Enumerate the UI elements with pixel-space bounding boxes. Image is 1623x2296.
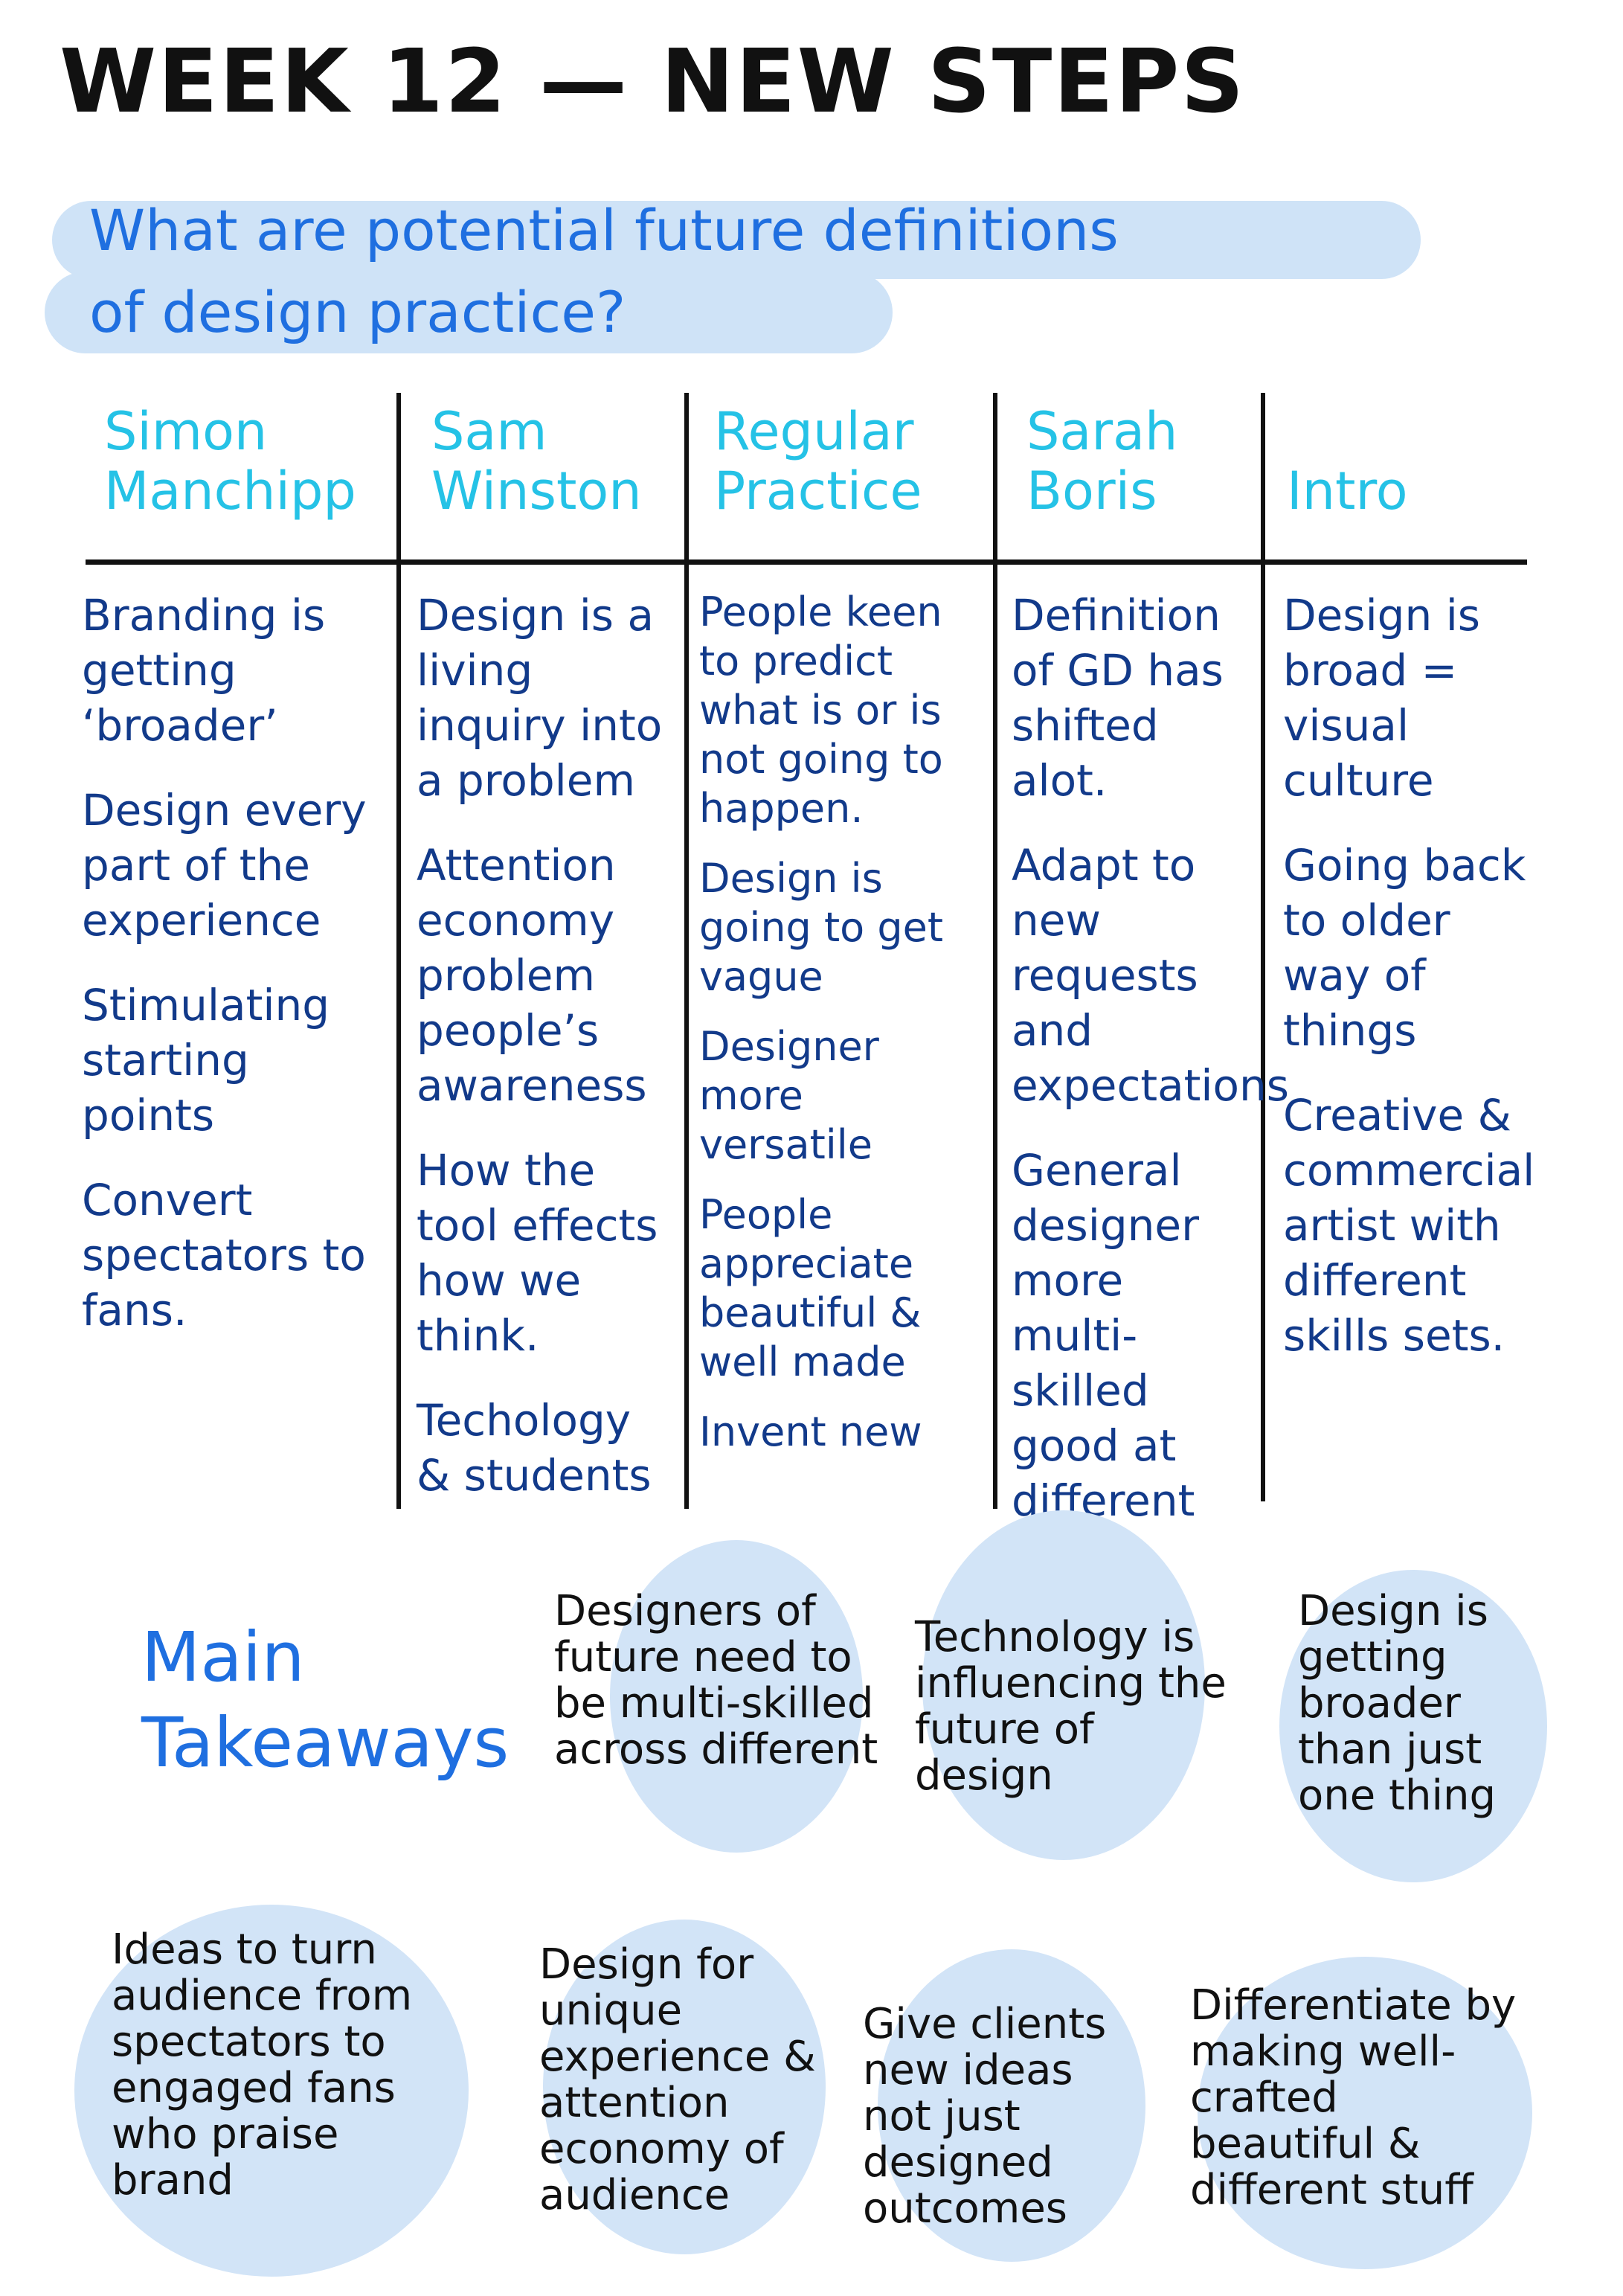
takeaway-blob-7 xyxy=(1198,1957,1532,2269)
note: People keen to predict what is or is not… xyxy=(699,589,943,832)
column-header-regular-practice: Regular Practice xyxy=(714,401,922,522)
note: Design is going to get vague xyxy=(699,855,944,1000)
takeaway-blob-4 xyxy=(74,1905,469,2277)
takeaway-6: Give clients new ideas not just designed… xyxy=(863,2000,1107,2233)
notes-sam-winston: Design is a living inquiry into a proble… xyxy=(417,588,677,1533)
note: Creative & commercial artist with differ… xyxy=(1283,1090,1535,1361)
table-header-divider xyxy=(86,559,1527,565)
column-header-intro: Intro xyxy=(1287,461,1408,522)
note: Design every part of the experience xyxy=(82,785,367,946)
column-divider-1 xyxy=(396,393,401,1509)
note: Invent new xyxy=(699,1408,922,1455)
takeaway-5: Design for unique experience & attention… xyxy=(539,1940,816,2219)
takeaway-blob-5 xyxy=(543,1920,826,2254)
note: Adapt to new requests and expectations xyxy=(1012,840,1289,1111)
note: Designer more versatile xyxy=(699,1023,879,1168)
takeaways-heading: Main Takeaways xyxy=(141,1617,510,1783)
column-header-simon-manchipp: Simon Manchipp xyxy=(104,401,356,522)
note: How the tool effects how we think. xyxy=(417,1145,658,1361)
note: Design is a living inquiry into a proble… xyxy=(417,590,663,806)
question-line-2: of design practice? xyxy=(89,279,626,345)
takeaway-3: Design is getting broader than just one … xyxy=(1298,1587,1497,1820)
note: Techology & students xyxy=(417,1395,652,1501)
column-divider-4 xyxy=(1261,393,1265,1501)
takeaway-4: Ideas to turn audience from spectators t… xyxy=(112,1925,413,2204)
note: People appreciate beautiful & well made xyxy=(699,1191,922,1385)
note: Stimulating starting points xyxy=(82,980,330,1141)
takeaway-blob-2 xyxy=(922,1510,1205,1860)
takeaway-blob-3 xyxy=(1279,1570,1547,1882)
takeaway-blob-6 xyxy=(878,1949,1145,2262)
notes-simon-manchipp: Branding is getting ‘broader’ Design eve… xyxy=(82,588,387,1367)
column-divider-2 xyxy=(684,393,689,1509)
page-title: WEEK 12 — NEW STEPS xyxy=(60,30,1246,132)
question-highlight-2 xyxy=(45,272,893,353)
question-line-1: What are potential future definitions xyxy=(89,197,1119,263)
takeaway-1: Designers of future need to be multi-ski… xyxy=(554,1587,878,1774)
notes-regular-practice: People keen to predict what is or is not… xyxy=(699,588,986,1457)
notes-intro: Design is broad = visual culture Going b… xyxy=(1283,588,1551,1393)
column-header-sarah-boris: Sarah Boris xyxy=(1026,401,1178,522)
note: Branding is getting ‘broader’ xyxy=(82,590,326,751)
takeaway-2: Technology is influencing the future of … xyxy=(915,1613,1227,1800)
takeaway-blob-1 xyxy=(610,1540,863,1853)
takeaway-7: Differentiate by making well-crafted bea… xyxy=(1190,1981,1517,2214)
note: Going back to older way of things xyxy=(1283,840,1526,1056)
note: Attention economy problem people’s aware… xyxy=(417,840,647,1111)
note: Definition of GD has shifted alot. xyxy=(1012,590,1224,806)
note: Convert spectators to fans. xyxy=(82,1175,366,1335)
notes-sarah-boris: Definition of GD has shifted alot. Adapt… xyxy=(1012,588,1289,1613)
question: What are potential future definitions of… xyxy=(89,190,1398,353)
note: Design is broad = visual culture xyxy=(1283,590,1481,806)
question-highlight-1 xyxy=(52,201,1421,279)
column-divider-3 xyxy=(993,393,997,1509)
column-header-sam-winston: Sam Winston xyxy=(431,401,642,522)
